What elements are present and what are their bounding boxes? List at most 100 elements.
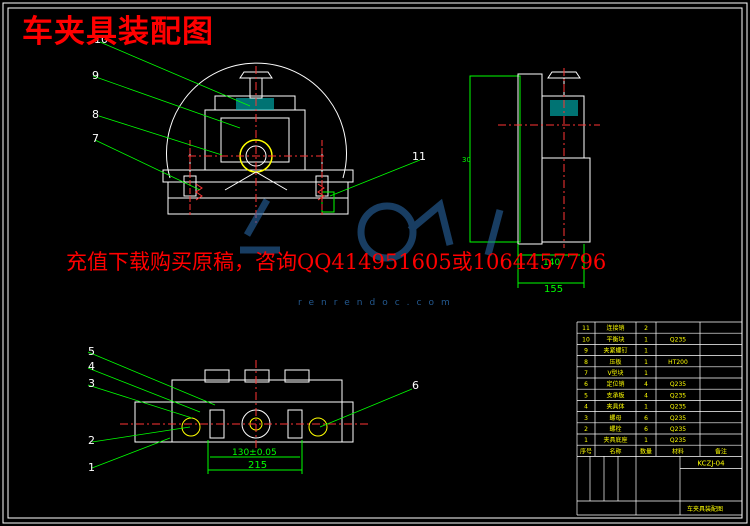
- leader-2: [91, 426, 191, 443]
- bom-cell: 7: [584, 370, 588, 377]
- bom-cell: 10: [582, 336, 590, 343]
- bom-cell: 11: [582, 325, 590, 332]
- bom-cell: V型块: [607, 369, 623, 377]
- side-base: [541, 157, 591, 243]
- bom-cell: 2: [584, 426, 588, 433]
- leader-6: [319, 388, 413, 428]
- bom-cell: 螺栓: [609, 425, 621, 433]
- callout-10: 10: [94, 33, 108, 46]
- drawing-number: KCZJ-04: [697, 459, 725, 467]
- knob-handle: [239, 71, 273, 79]
- bom-cell: Q235: [670, 415, 686, 422]
- plan-nut-left: [181, 417, 201, 437]
- bom-cell: Q235: [670, 336, 686, 343]
- callout-3: 3: [88, 377, 95, 390]
- title-block-name: 车夹具装配图: [687, 505, 723, 513]
- bom-cell: 8: [584, 359, 588, 366]
- bom-cell: Q235: [670, 437, 686, 444]
- bom-cell: Q235: [670, 404, 686, 411]
- bom-cell: HT200: [668, 359, 688, 366]
- leader-10: [99, 41, 251, 107]
- leader-9: [92, 75, 241, 129]
- leader-5: [87, 351, 216, 406]
- bom-cell: 夹具体: [606, 403, 624, 411]
- bom-cell: 压板: [609, 358, 621, 366]
- plan-nut-right: [308, 417, 328, 437]
- bom-header-cell: 材料: [672, 447, 684, 455]
- plan-body: [171, 379, 343, 443]
- bom-cell: 5: [584, 392, 588, 399]
- bom-cell: 1: [644, 336, 648, 343]
- bom-cell: 1: [644, 348, 648, 355]
- promo-banner: 充值下载购买原稿，咨询QQ414951605或1064457796: [66, 250, 607, 274]
- bom-cell: 夹紧螺钉: [603, 347, 627, 355]
- bom-cell: 2: [644, 325, 648, 332]
- bom-cell: 9: [584, 348, 588, 355]
- bom-cell: 螺母: [609, 414, 621, 422]
- watermark-url: renrendoc.com: [298, 298, 457, 308]
- callout-1: 1: [88, 461, 95, 474]
- bom-cell: 4: [644, 392, 648, 399]
- side-knob: [547, 71, 581, 79]
- bom-cell: Q235: [670, 426, 686, 433]
- drawing-title: 车夹具装配图: [22, 14, 214, 50]
- plan-bolt-2: [244, 369, 270, 383]
- bom-cell: 1: [644, 437, 648, 444]
- watermark-logo: [240, 198, 504, 262]
- bom-cell: 平衡块: [606, 335, 624, 343]
- bom-cell: 1: [584, 437, 588, 444]
- dim-215: 215: [248, 460, 267, 471]
- bom-cell: 1: [644, 370, 648, 377]
- bom-cell: 支承板: [606, 391, 624, 399]
- plan-bolt-1: [204, 369, 230, 383]
- bom-header-cell: 序号: [580, 447, 592, 455]
- v-block: [220, 117, 290, 163]
- bom-header-cell: 名称: [609, 447, 621, 455]
- bom-cell: 6: [644, 415, 648, 422]
- bom-cell: 1: [644, 359, 648, 366]
- dim-155: 155: [544, 284, 563, 295]
- leader-4: [87, 367, 201, 413]
- plan-view: 130±0.05 215: [120, 360, 370, 474]
- bom-cell: 夹具底座: [603, 436, 627, 444]
- bom-cell: 3: [584, 415, 588, 422]
- dim-140: 140: [543, 258, 560, 268]
- callout-6: 6: [412, 379, 419, 392]
- callout-4: 4: [88, 360, 95, 373]
- v-groove: [224, 171, 288, 191]
- bom-cell: 4: [584, 404, 588, 411]
- bom-cell: 连接销: [606, 324, 624, 332]
- bom-cell: 6: [644, 426, 648, 433]
- callout-5: 5: [88, 345, 95, 358]
- bom-cell: 4: [644, 381, 648, 388]
- spring-left: [195, 183, 203, 201]
- dim-height: 30: [462, 156, 471, 164]
- callout-11: 11: [412, 150, 426, 163]
- plan-bolt-3: [284, 369, 310, 383]
- leader-3: [87, 384, 193, 419]
- dim-130: 130±0.05: [232, 448, 277, 458]
- front-view: [162, 62, 354, 225]
- bom-cell: Q235: [670, 381, 686, 388]
- rotation-envelope-circle: [166, 62, 347, 179]
- callout-9: 9: [92, 69, 99, 82]
- clamp-hatch: [236, 98, 274, 110]
- bom-cell: 1: [644, 404, 648, 411]
- bom-cell: Q235: [670, 392, 686, 399]
- callout-8: 8: [92, 108, 99, 121]
- callout-7: 7: [92, 132, 99, 145]
- leader-1: [91, 437, 171, 469]
- leader-7: [94, 139, 201, 191]
- bom-header-cell: 数量: [640, 447, 652, 455]
- callout-2: 2: [88, 434, 95, 447]
- callout-leaders: [87, 41, 421, 469]
- side-body: [517, 73, 543, 245]
- bom-cell: 定位销: [606, 380, 624, 388]
- inner-border: [7, 7, 743, 519]
- leader-11: [329, 159, 421, 197]
- leader-8: [98, 115, 223, 156]
